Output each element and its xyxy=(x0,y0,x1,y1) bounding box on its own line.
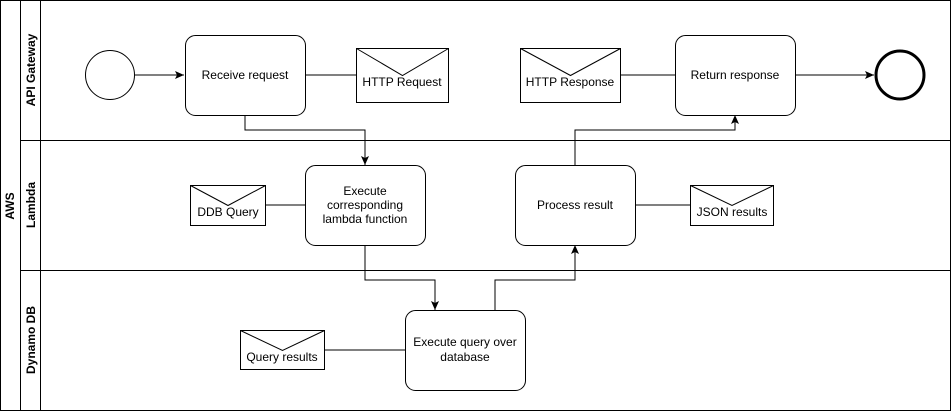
message-http-response-label: HTTP Response xyxy=(526,75,615,89)
task-receive-request-label: Receive request xyxy=(202,68,289,82)
start-event xyxy=(85,50,135,100)
task-process-result: Process result xyxy=(515,165,636,246)
task-return-response: Return response xyxy=(675,35,796,116)
task-receive-request: Receive request xyxy=(185,35,306,116)
flow-execute-to-query xyxy=(364,245,439,310)
message-http-response: HTTP Response xyxy=(520,48,621,103)
task-execute-lambda: Execute corresponding lambda function xyxy=(305,165,426,246)
lane-lambda: Lambda xyxy=(20,182,951,271)
task-process-result-label: Process result xyxy=(537,198,614,212)
lane-title-dynamo-db: Dynamo DB xyxy=(24,306,38,374)
lane-title-api-gateway: API Gateway xyxy=(24,33,38,106)
message-query-results-label: Query results xyxy=(246,350,317,364)
flow-process-to-return xyxy=(574,115,739,165)
pool-title: AWS xyxy=(3,192,17,219)
flow-query-to-process xyxy=(494,245,579,310)
lane-title-lambda: Lambda xyxy=(24,182,38,228)
task-execute-query: Execute query over database xyxy=(405,310,526,391)
lane-api-gateway: API Gateway xyxy=(20,0,951,411)
task-return-response-label: Return response xyxy=(691,68,780,82)
edges xyxy=(135,71,874,351)
message-http-request-label: HTTP Request xyxy=(362,75,442,89)
task-execute-lambda-label-3: lambda function xyxy=(323,212,408,226)
flow-receive-to-execute xyxy=(244,115,369,165)
message-query-results: Query results xyxy=(240,330,325,370)
task-execute-query-label-2: database xyxy=(440,350,490,364)
message-ddb-query-label: DDB Query xyxy=(197,205,258,219)
end-event xyxy=(874,49,926,101)
lane-dynamo-db: Dynamo DB xyxy=(24,306,38,374)
task-execute-lambda-label-2: corresponding xyxy=(327,198,403,212)
task-execute-lambda-label-1: Execute xyxy=(343,184,387,198)
message-ddb-query: DDB Query xyxy=(190,185,266,226)
task-execute-query-label-1: Execute query over xyxy=(413,335,516,349)
message-http-request: HTTP Request xyxy=(356,48,449,103)
message-json-results: JSON results xyxy=(690,185,774,226)
message-json-results-label: JSON results xyxy=(697,205,768,219)
